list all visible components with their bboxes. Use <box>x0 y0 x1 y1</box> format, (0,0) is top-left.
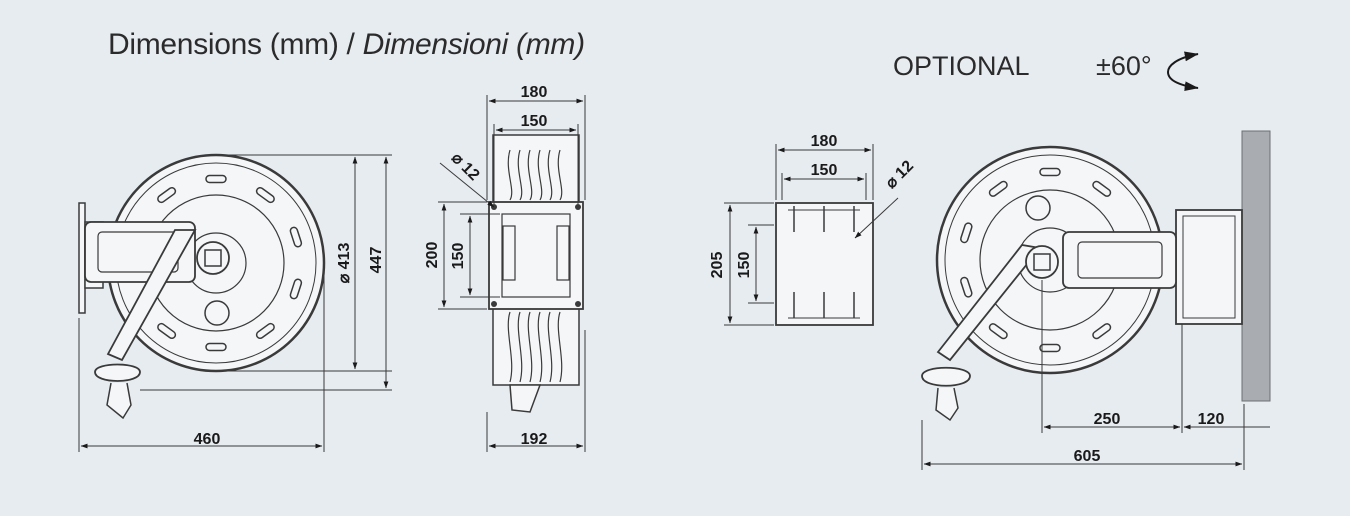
dim-413: 413 <box>336 243 353 270</box>
dim-192: 192 <box>521 431 548 448</box>
svg-text:⌀ 12: ⌀ 12 <box>883 157 918 192</box>
hose-coil-line <box>557 149 563 383</box>
title-italic: Dimensioni (mm) <box>362 28 585 61</box>
dim-180-bracket: 180 <box>811 133 838 150</box>
flange-slot <box>1092 323 1112 340</box>
flange-slot <box>255 322 275 340</box>
title-plain: Dimensions (mm) / <box>108 28 363 61</box>
flange-slot <box>1039 343 1061 353</box>
flange-slot <box>988 323 1008 340</box>
flange-slot <box>988 180 1008 197</box>
dim-180-side: 180 <box>521 84 548 101</box>
bracket-dims <box>724 144 899 326</box>
side-view-reel <box>488 134 584 413</box>
rotation-arrow-icon <box>1166 51 1199 92</box>
flange-slot <box>1039 167 1061 177</box>
dim-200: 200 <box>424 242 441 269</box>
hose-coil-line <box>527 149 533 383</box>
hose-coil-line <box>547 149 553 383</box>
rotation-label: ±60° <box>1096 51 1152 81</box>
dim-447: 447 <box>368 247 385 274</box>
optional-label: OPTIONAL <box>893 51 1030 81</box>
front-view-reel <box>78 153 326 420</box>
dim-605: 605 <box>1074 448 1101 465</box>
flange-slot <box>205 342 227 352</box>
svg-text:⌀ 413: ⌀ 413 <box>336 243 353 284</box>
dim-205: 205 <box>709 252 726 279</box>
flange-slot <box>205 174 227 184</box>
flange-slot <box>1092 180 1112 197</box>
front-view-dims <box>78 154 392 452</box>
hose-coil-line <box>537 149 543 383</box>
wall-mounted-dims <box>921 280 1270 470</box>
flange-slot <box>157 322 177 340</box>
flange-slot <box>157 186 177 204</box>
dim-12-bracket: 12 <box>892 157 917 182</box>
dim-150-bracket: 150 <box>811 162 838 179</box>
dim-250: 250 <box>1094 411 1121 428</box>
dim-460: 460 <box>194 431 221 448</box>
dim-150-vertical: 150 <box>450 243 467 270</box>
hose-coil-line <box>507 149 513 383</box>
swivel-bracket <box>775 202 874 326</box>
svg-text:⌀ 12: ⌀ 12 <box>448 150 483 185</box>
dim-150-bracket-vertical: 150 <box>736 252 753 279</box>
page-title: Dimensions (mm) / Dimensioni (mm) <box>108 28 585 62</box>
side-view-dims <box>438 95 586 452</box>
flange-slot <box>289 278 303 300</box>
flange-slot <box>960 276 973 298</box>
wall-mounted-reel <box>921 130 1271 422</box>
flange-slot <box>255 186 275 204</box>
flange-slot <box>960 222 973 244</box>
hose-coil-line <box>517 149 523 383</box>
dim-120: 120 <box>1198 411 1225 428</box>
flange-slot <box>289 226 303 248</box>
dim-150-side: 150 <box>521 113 548 130</box>
